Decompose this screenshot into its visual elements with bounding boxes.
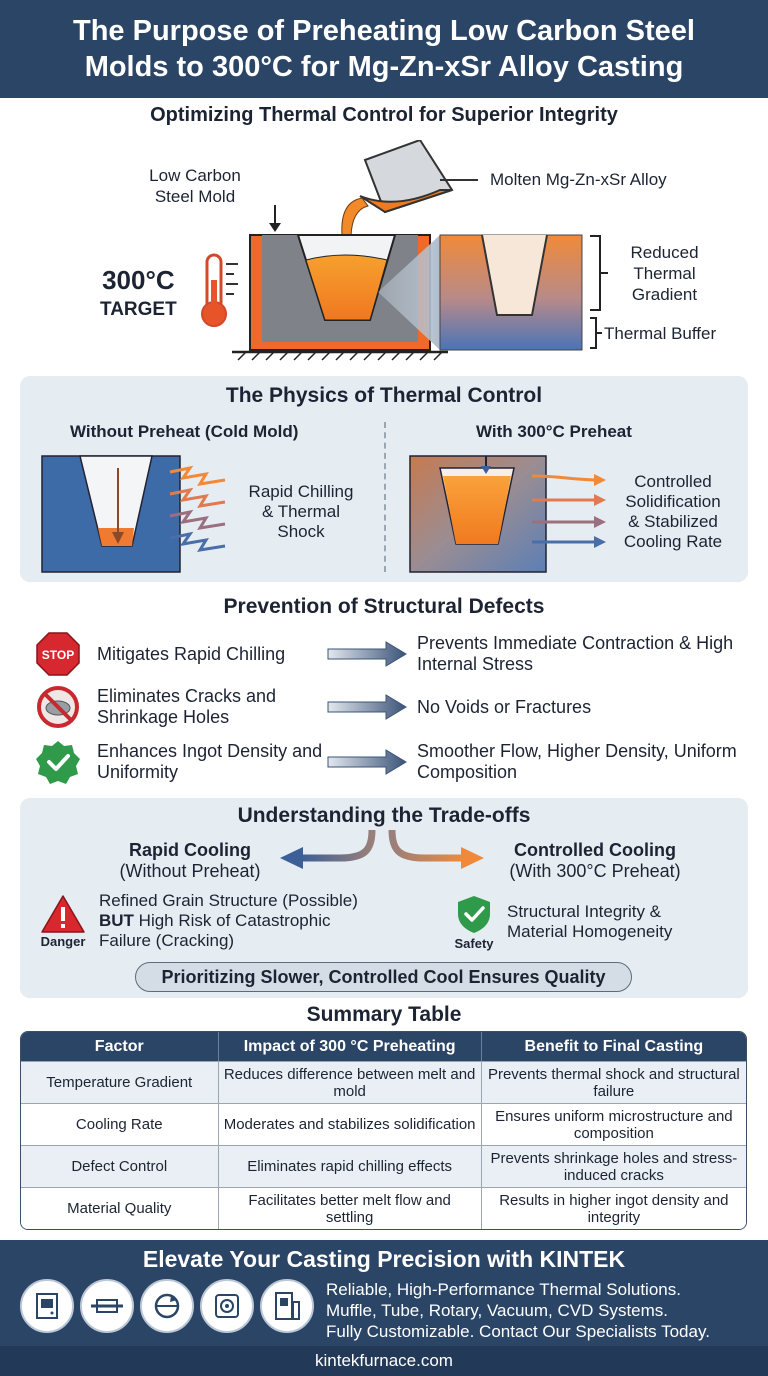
page-title: The Purpose of Preheating Low Carbon Ste… — [73, 13, 695, 85]
stop-sign-icon: STOP — [36, 632, 80, 676]
temperature-target: 300°C TARGET — [100, 265, 177, 325]
controlled-cooling-text: Structural Integrity &Material Homogenei… — [507, 902, 673, 941]
hero-subtitle: Optimizing Thermal Control for Superior … — [150, 104, 618, 126]
prevention-right-text: No Voids or Fractures — [417, 696, 592, 717]
table-cell-impact: Facilitates better melt flow and settlin… — [217, 1187, 481, 1229]
svg-text:STOP: STOP — [42, 648, 74, 662]
prevention-title: Prevention of Structural Defects — [223, 595, 545, 618]
rapid-cooling-text: Refined Grain Structure (Possible)BUT Hi… — [99, 891, 358, 950]
arrow-right-icon — [327, 749, 407, 775]
check-badge-icon — [36, 741, 80, 784]
table-cell-factor: Cooling Rate — [21, 1103, 218, 1145]
table-cell-factor: Defect Control — [21, 1145, 218, 1187]
physics-panel: The Physics of Thermal Control Without P… — [20, 376, 748, 582]
column-header: Impact of 300 °C Preheating — [217, 1032, 481, 1061]
cvd-system-icon[interactable] — [260, 1279, 314, 1333]
controlled-cooling-arrows — [531, 474, 606, 548]
table-cell-impact: Reduces difference between melt and mold — [217, 1061, 481, 1103]
alloy-label: Molten Mg-Zn-xSr Alloy — [490, 170, 667, 189]
temp-caption: TARGET — [100, 299, 177, 320]
column-header: Benefit to Final Casting — [480, 1032, 746, 1061]
tradeoffs-title: Understanding the Trade-offs — [237, 804, 531, 827]
muffle-furnace-icon[interactable] — [20, 1279, 74, 1333]
temp-value: 300°C — [102, 265, 175, 295]
prevention-left-text: Enhances Ingot Density and Uniformity — [97, 741, 323, 782]
thermal-shock-arrows — [169, 465, 226, 552]
website-link[interactable]: kintekfurnace.com — [0, 1346, 768, 1376]
prevention-right-text: Prevents Immediate Contraction & High In… — [417, 633, 734, 674]
controlled-cooling-heading: Controlled Cooling(With 300°C Preheat) — [509, 840, 681, 881]
tagline-line-2: Muffle, Tube, Rotary, Vacuum, CVD System… — [326, 1301, 669, 1320]
prevention-left-text: Mitigates Rapid Chilling — [97, 643, 286, 664]
quality-callout: Prioritizing Slower, Controlled Cool Ens… — [135, 962, 632, 992]
rapid-cooling-heading: Rapid Cooling(Without Preheat) — [119, 840, 261, 881]
mold-diagram — [201, 140, 608, 361]
arrow-right-icon — [327, 694, 407, 720]
prevention-left-text: Eliminates Cracks and Shrinkage Holes — [97, 686, 277, 727]
tradeoffs-panel: Understanding the Trade-offs Rapid Cooli… — [20, 798, 748, 998]
footer-title: Elevate Your Casting Precision with KINT… — [142, 1246, 626, 1272]
summary-table-title: Summary Table — [306, 1003, 462, 1026]
prevention-row: Eliminates Cracks and Shrinkage Holes No… — [36, 683, 736, 731]
prevention-row: STOP Mitigates Rapid Chilling Prevents I… — [36, 630, 736, 678]
tube-furnace-icon[interactable] — [80, 1279, 134, 1333]
tradeoff-split-arrow — [280, 829, 484, 869]
page-header: The Purpose of Preheating Low Carbon Ste… — [0, 0, 768, 98]
danger-icon — [41, 895, 85, 933]
table-cell-benefit: Prevents thermal shock and structural fa… — [480, 1061, 746, 1103]
safety-shield-icon — [458, 896, 490, 933]
tagline-line-1: Reliable, High-Performance Thermal Solut… — [326, 1280, 681, 1299]
arrow-right-icon — [327, 641, 407, 667]
title-line-1: The Purpose of Preheating Low Carbon Ste… — [73, 15, 695, 47]
table-cell-factor: Material Quality — [21, 1187, 218, 1229]
table-row: Temperature Gradient Reduces difference … — [21, 1061, 746, 1103]
preheat-title: With 300°C Preheat — [476, 422, 632, 441]
table-row: Material Quality Facilitates better melt… — [21, 1187, 746, 1229]
safety-caption: Safety — [454, 936, 494, 951]
summary-table: Factor Impact of 300 °C Preheating Benef… — [20, 1031, 747, 1230]
footer-tagline: Reliable, High-Performance Thermal Solut… — [326, 1279, 710, 1342]
table-cell-benefit: Ensures uniform microstructure and compo… — [480, 1103, 746, 1145]
vacuum-furnace-icon[interactable] — [200, 1279, 254, 1333]
prevention-right-text: Smoother Flow, Higher Density, Uniform C… — [417, 741, 737, 782]
table-cell-benefit: Prevents shrinkage holes and stress-indu… — [480, 1145, 746, 1187]
tagline-line-3: Fully Customizable. Contact Our Speciali… — [326, 1322, 710, 1341]
footer-banner: Elevate Your Casting Precision with KINT… — [0, 1240, 768, 1376]
no-cracks-icon — [37, 686, 79, 728]
cold-mold-title: Without Preheat (Cold Mold) — [70, 422, 299, 441]
table-cell-factor: Temperature Gradient — [21, 1061, 218, 1103]
column-header: Factor — [21, 1032, 218, 1061]
ladle-icon — [359, 140, 478, 214]
panel-divider — [384, 422, 386, 572]
table-row: Cooling Rate Moderates and stabilizes so… — [21, 1103, 746, 1145]
table-cell-impact: Moderates and stabilizes solidification — [217, 1103, 481, 1145]
title-line-2: Molds to 300°C for Mg-Zn-xSr Alloy Casti… — [84, 51, 684, 83]
buffer-label: Thermal Buffer — [604, 324, 717, 343]
table-cell-benefit: Results in higher ingot density and inte… — [480, 1187, 746, 1229]
thermometer-icon — [201, 253, 238, 327]
rotary-furnace-icon[interactable] — [140, 1279, 194, 1333]
physics-title: The Physics of Thermal Control — [225, 384, 543, 407]
table-header-row: Factor Impact of 300 °C Preheating Benef… — [21, 1032, 746, 1061]
prevention-row: Enhances Ingot Density and Uniformity Sm… — [36, 738, 737, 786]
table-row: Defect Control Eliminates rapid chilling… — [21, 1145, 746, 1187]
danger-caption: Danger — [40, 934, 86, 949]
table-cell-impact: Eliminates rapid chilling effects — [217, 1145, 481, 1187]
physics-diagram — [41, 455, 606, 573]
